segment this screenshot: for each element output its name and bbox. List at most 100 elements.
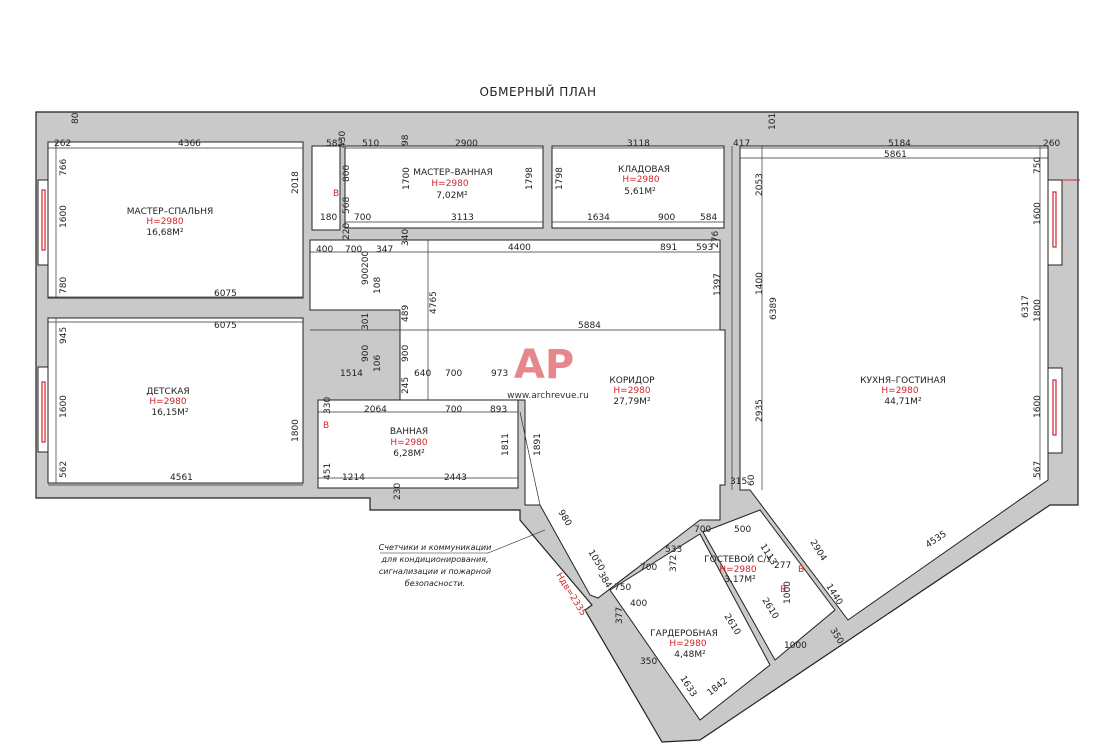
dimension-label: 2064 [364,405,387,415]
dimension-label: 262 [54,139,71,149]
dimension-label: 1798 [555,167,565,190]
vent-labels: В В В В [323,189,804,595]
dimension-label: 766 [59,159,69,176]
dimension-label: 4765 [429,291,439,314]
room-height: H=2980 [146,217,183,227]
dimension-label: 2900 [455,139,478,149]
room-height: H=2980 [622,175,659,185]
vent-label: В [323,421,329,431]
dimension-label: 1514 [340,369,363,379]
dimension-label: 1891 [533,433,543,456]
dimension-label: 4400 [508,243,531,253]
dimension-label: 973 [491,369,508,379]
rooms-white [47,141,1049,721]
dimension-label: 2935 [755,399,765,422]
dimension-label: 584 [700,213,717,223]
dimension-label: 567 [1033,461,1043,478]
room-guest-wc: ГОСТЕВОЙ С/У H=2980 3,17М² [704,553,772,585]
room-name: КЛАДОВАЯ [618,165,670,175]
dimension-lines [48,142,1048,506]
dimension-label: 230 [393,483,403,500]
note-line: безопасности. [405,579,465,588]
dimension-label: 1700 [402,167,412,190]
dimension-label: 2443 [444,473,467,483]
room-height: H=2980 [390,438,427,448]
dimension-label: 350 [640,657,657,667]
dimension-label: 301 [361,313,371,330]
dimension-label: 891 [660,243,677,253]
dimension-label: 315 [730,477,747,487]
room-bathroom: ВАННАЯ H=2980 6,28М² [390,427,428,459]
dimension-label: 1214 [342,473,365,483]
dimension-label: 400 [630,599,647,609]
room-area: 3,17М² [724,575,756,585]
dimension-label: 568 [342,197,352,214]
dimension-label: 750 [614,583,631,593]
dimension-label: 1798 [525,167,535,190]
dimension-label: 700 [445,369,462,379]
dimension-label: 430 [338,131,348,148]
room-area: 7,02М² [436,191,468,201]
dimension-label: 510 [362,139,379,149]
room-name: КОРИДОР [609,376,655,386]
dimension-label: 5184 [888,139,911,149]
dimension-label: 451 [323,463,333,480]
room-height: H=2980 [431,179,468,189]
dimension-label: 276 [711,231,721,248]
room-name: МАСТЕР–СПАЛЬНЯ [127,207,214,217]
room-wardrobe: ГАРДЕРОБНАЯ H=2980 4,48М² [650,629,718,660]
note-line: для кондиционирования, [380,555,488,564]
dimension-label: 4561 [170,473,193,483]
dimension-label: 200 [361,251,371,268]
dimension-label: 1000 [783,581,793,604]
note-line: сигнализации и пожарной [379,567,491,576]
note-line: Счетчики и коммуникации [379,543,492,552]
dimension-label: 945 [59,327,69,344]
dimension-label: 245 [401,377,411,394]
dimension-label: 2053 [755,173,765,196]
dimension-label: 583 [326,139,343,149]
dimension-label: 780 [59,277,69,294]
room-area: 16,15М² [151,408,189,418]
dimension-label: 900 [401,345,411,362]
watermark-logo: AP [514,342,574,388]
room-master-bedroom: МАСТЕР–СПАЛЬНЯ H=2980 16,68М² [127,207,214,238]
dimension-label: 893 [490,405,507,415]
dimension-label: 1800 [1033,299,1043,322]
room-height: H=2980 [613,386,650,396]
dimension-label: 700 [640,563,657,573]
room-name: ГОСТЕВОЙ С/У [704,553,772,565]
dimension-label: 6317 [1021,295,1031,318]
room-area: 5,61М² [624,187,656,197]
dimension-label: 1000 [784,641,807,651]
dimension-label: 500 [734,525,751,535]
dimension-label: 1600 [59,205,69,228]
room-height: H=2980 [719,565,756,575]
room-height: H=2980 [669,639,706,649]
room-name: ВАННАЯ [390,427,428,437]
room-kids: ДЕТСКАЯ H=2980 16,15М² [146,387,189,418]
dimension-label: 220 [342,223,352,240]
dimension-label: 489 [401,305,411,322]
dimension-label: 277 [774,561,791,571]
dimension-label: 372 [669,555,679,572]
room-master-bath: МАСТЕР–ВАННАЯ H=2980 7,02М² [413,168,493,201]
room-height: H=2980 [881,386,918,396]
dimension-label: 106 [373,355,383,372]
dimension-label: 3118 [627,139,650,149]
dimension-label: 377 [615,607,625,624]
dimension-label: 6075 [214,321,237,331]
dimension-label: 800 [342,165,352,182]
room-height: H=2980 [149,397,186,407]
dimension-label: 4366 [178,139,201,149]
communications-note: Счетчики и коммуникации для кондициониро… [379,529,546,588]
dimension-label: 80 [71,112,81,124]
room-name: КУХНЯ–ГОСТИНАЯ [860,376,946,386]
dimension-label: 750 [1033,157,1043,174]
dimension-label: 330 [323,397,333,414]
vent-label: В [333,189,339,199]
dimension-label: 700 [345,245,362,255]
watermark-url: www.archrevue.ru [507,391,589,401]
dimension-label: 400 [316,245,333,255]
dimension-label: 1600 [1033,395,1043,418]
